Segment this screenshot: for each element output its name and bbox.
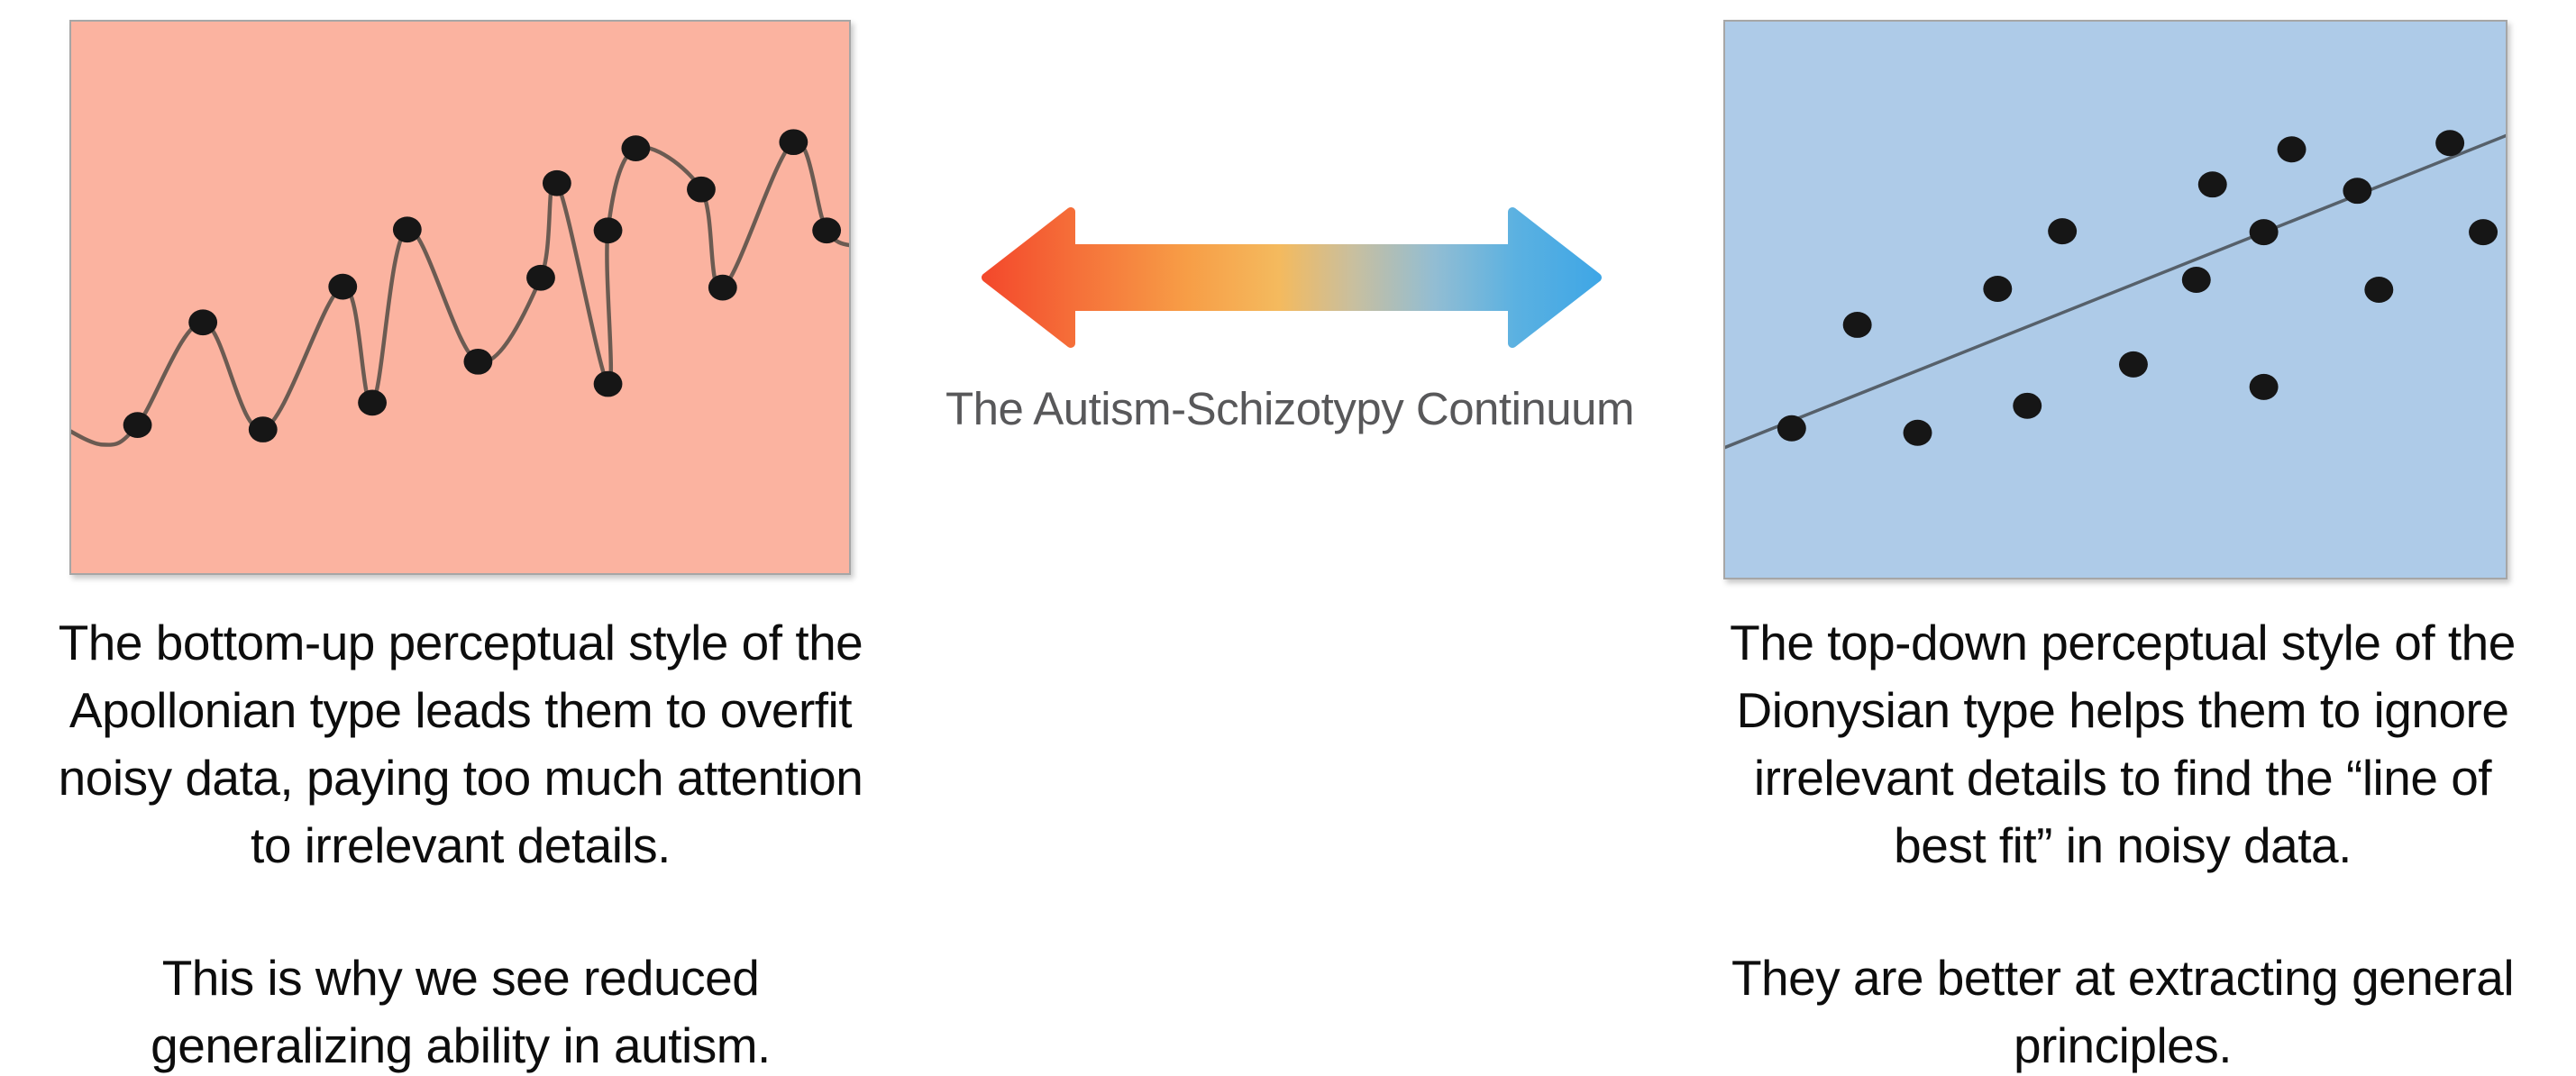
continuum-arrow [981,205,1603,350]
data-point [542,169,571,196]
best-fit-plot-panel [1723,20,2507,579]
data-point [2249,219,2279,246]
data-point [2197,171,2227,198]
data-point [2343,178,2372,205]
data-point [2249,373,2279,400]
double-headed-arrow-icon [982,207,1602,348]
data-point [2277,136,2307,163]
data-point [1842,311,1872,338]
data-point [526,264,555,291]
data-point [463,348,493,375]
data-point [687,176,716,203]
data-point [593,217,623,244]
data-point [2469,219,2498,246]
data-point [328,273,358,300]
data-point [593,370,623,397]
data-point [2435,130,2465,157]
overfit-scatter-plot [71,129,849,447]
best-fit-scatter-plot [1725,130,2506,450]
data-point [248,416,278,442]
data-point [2118,351,2148,378]
data-point [708,274,737,301]
data-point [2048,218,2078,245]
continuum-title: The Autism-Schizotypy Continuum [945,383,1635,434]
data-point [123,412,152,438]
data-point [358,389,387,416]
data-point [1903,419,1932,446]
data-point [1983,276,2013,302]
data-point [392,216,422,243]
data-point [1777,415,1806,442]
data-point [188,309,218,336]
data-point [621,135,651,161]
data-point [2364,277,2394,303]
data-point [2013,392,2042,419]
data-point [779,129,808,156]
overfit-plot-panel [69,20,851,575]
data-point [2181,267,2211,294]
data-point [812,217,842,244]
